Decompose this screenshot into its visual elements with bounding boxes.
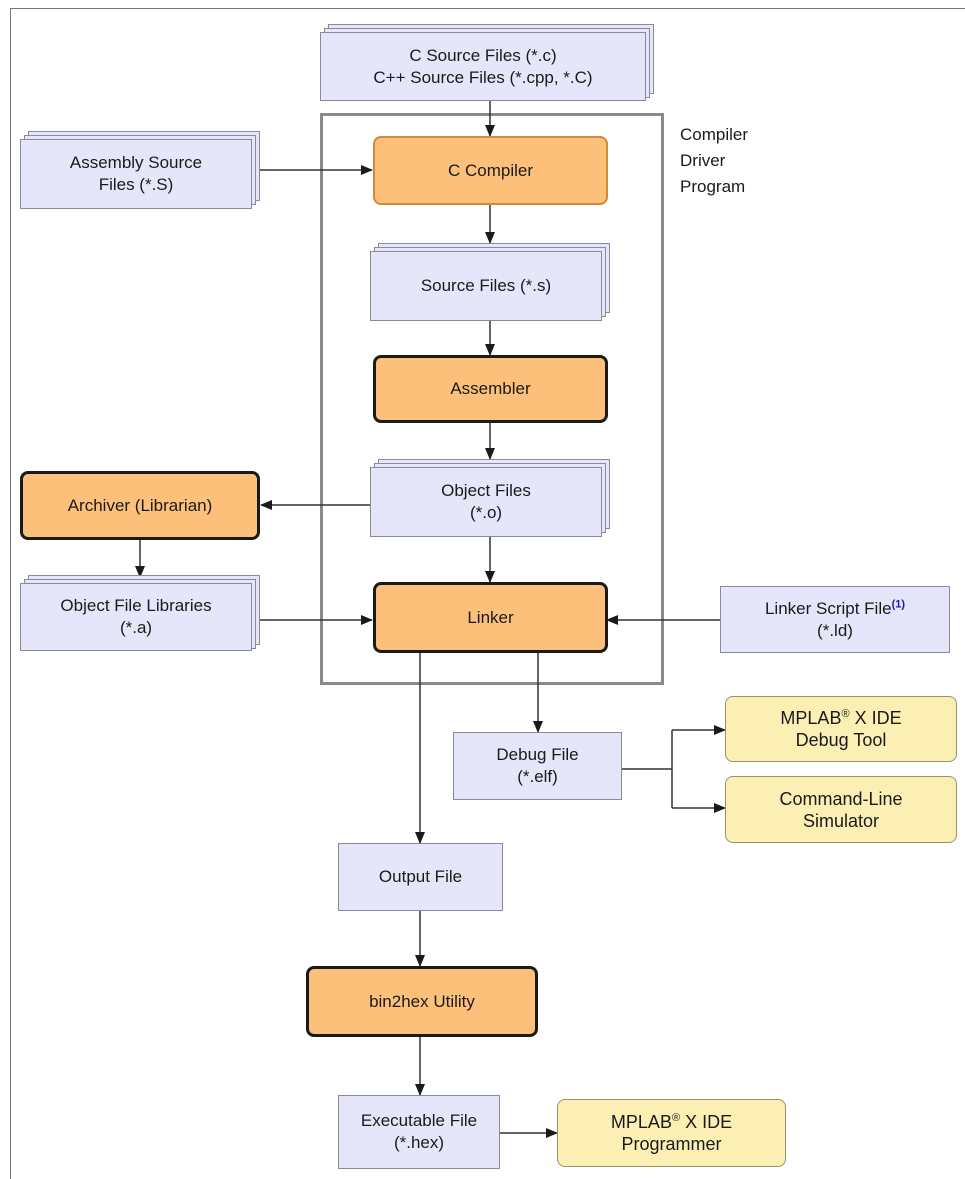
output-file: Output File [338,843,503,911]
assembly-source-files: Assembly Source Files (*.S) [20,139,252,209]
compiler-driver-label: Compiler Driver Program [680,125,749,196]
bin2hex-node: bin2hex Utility [306,966,538,1037]
debug-tool-node: MPLAB® X IDE Debug Tool [725,696,957,762]
cli-simulator-node: Command-Line Simulator [725,776,957,843]
c-compiler-node: C Compiler [373,136,608,205]
footnote-marker: (1) [891,597,906,610]
object-files: Object Files (*.o) [370,467,602,537]
programmer-node: MPLAB® X IDE Programmer [557,1099,786,1167]
c-source-files: C Source Files (*.c) C++ Source Files (*… [320,32,646,101]
assembler-node: Assembler [373,355,608,423]
executable-file: Executable File (*.hex) [338,1095,500,1169]
debug-file: Debug File (*.elf) [453,732,622,800]
assembly-source-output-files: Source Files (*.s) [370,251,602,321]
archiver-node: Archiver (Librarian) [20,471,260,540]
object-file-libraries: Object File Libraries (*.a) [20,583,252,651]
page-frame-left [10,8,11,1179]
page-frame-top [10,8,965,9]
linker-node: Linker [373,582,608,653]
compiler-driver-box [320,113,664,685]
linker-script-file: Linker Script File(1) (*.ld) [720,586,950,653]
